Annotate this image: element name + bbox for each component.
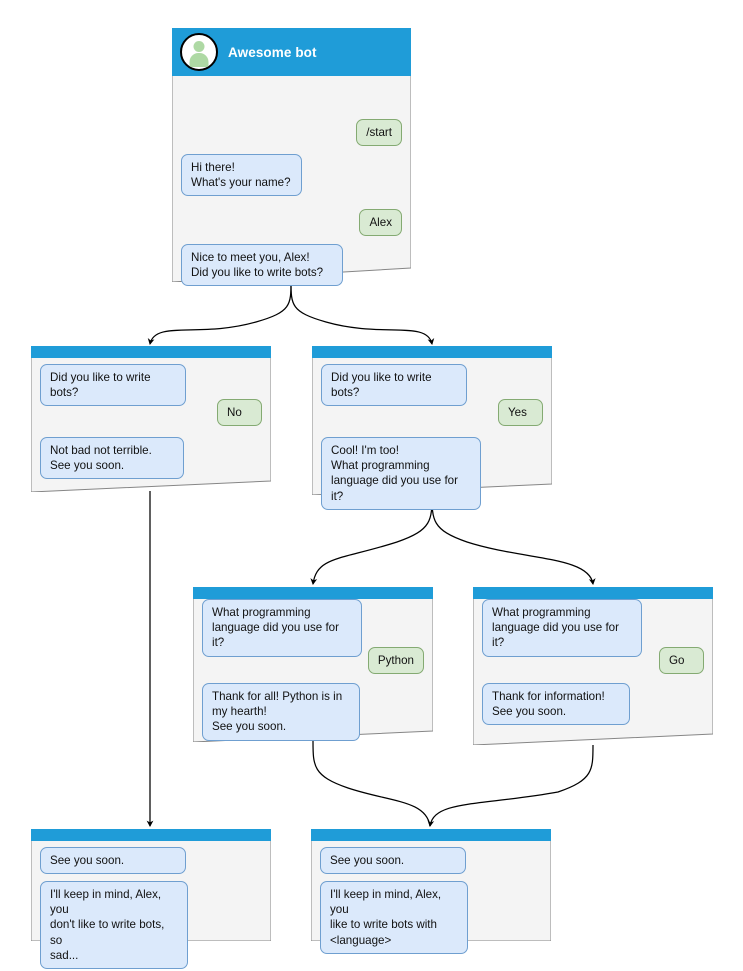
- window-header: [312, 346, 552, 358]
- window-header: [193, 587, 433, 599]
- message-bubble-bot[interactable]: Thank for information! See you soon.: [482, 683, 630, 726]
- message-bubble-user[interactable]: Yes: [498, 399, 543, 427]
- message-bubble-bot[interactable]: I'll keep in mind, Alex, you like to wri…: [320, 881, 468, 954]
- message-bubble-bot[interactable]: See you soon.: [40, 847, 186, 875]
- chat-window-end-yes[interactable]: See you soon. I'll keep in mind, Alex, y…: [311, 829, 551, 954]
- connector-root-to-no: [147, 280, 292, 345]
- message-bubble-bot[interactable]: Cool! I'm too! What programming language…: [321, 437, 481, 510]
- message-bubble-user[interactable]: Python: [367, 647, 424, 675]
- message-bubble-bot[interactable]: See you soon.: [320, 847, 466, 875]
- message-bubble-bot[interactable]: I'll keep in mind, Alex, you don't like …: [40, 881, 188, 970]
- message-list: /start Hi there! What's your name? Alex …: [172, 76, 411, 287]
- window-header: [31, 829, 271, 841]
- connector-go-to-end-yes: [427, 744, 594, 827]
- message-list: What programming language did you use fo…: [473, 599, 713, 745]
- message-bubble-bot[interactable]: What programming language did you use fo…: [482, 599, 642, 657]
- chat-window-branch-python[interactable]: What programming language did you use fo…: [193, 587, 433, 742]
- connector-root-to-yes: [290, 280, 435, 345]
- bot-title: Awesome bot: [228, 44, 317, 60]
- window-header: Awesome bot: [172, 28, 411, 76]
- window-header: [473, 587, 713, 599]
- chat-window-branch-yes[interactable]: Did you like to write bots? Yes Cool! I'…: [312, 346, 552, 510]
- message-bubble-user[interactable]: /start: [356, 119, 402, 147]
- chat-window-branch-go[interactable]: What programming language did you use fo…: [473, 587, 713, 745]
- message-bubble-user[interactable]: Alex: [359, 209, 402, 237]
- message-bubble-bot[interactable]: Hi there! What's your name?: [181, 154, 302, 197]
- message-bubble-bot[interactable]: Did you like to write bots?: [321, 364, 467, 407]
- message-list: Did you like to write bots? Yes Cool! I'…: [312, 358, 552, 510]
- message-bubble-bot[interactable]: Not bad not terrible. See you soon.: [40, 437, 184, 480]
- message-bubble-user[interactable]: No: [217, 399, 262, 427]
- message-bubble-user[interactable]: Go: [659, 647, 704, 675]
- connector-python-to-end-yes: [312, 740, 431, 827]
- user-avatar-icon: [180, 33, 218, 71]
- message-bubble-bot[interactable]: Thank for all! Python is in my hearth! S…: [202, 683, 360, 741]
- chat-window-end-no[interactable]: See you soon. I'll keep in mind, Alex, y…: [31, 829, 271, 970]
- message-list: Did you like to write bots? No Not bad n…: [31, 358, 271, 492]
- message-list: See you soon. I'll keep in mind, Alex, y…: [31, 841, 271, 970]
- message-list: What programming language did you use fo…: [193, 599, 433, 742]
- message-bubble-bot[interactable]: What programming language did you use fo…: [202, 599, 362, 657]
- message-bubble-bot[interactable]: Nice to meet you, Alex! Did you like to …: [181, 244, 343, 287]
- message-bubble-bot[interactable]: Did you like to write bots?: [40, 364, 186, 407]
- message-list: See you soon. I'll keep in mind, Alex, y…: [311, 841, 551, 954]
- window-header: [311, 829, 551, 841]
- window-header: [31, 346, 271, 358]
- chat-window-branch-no[interactable]: Did you like to write bots? No Not bad n…: [31, 346, 271, 492]
- chat-window-root[interactable]: Awesome bot /start Hi there! What's your…: [172, 28, 411, 287]
